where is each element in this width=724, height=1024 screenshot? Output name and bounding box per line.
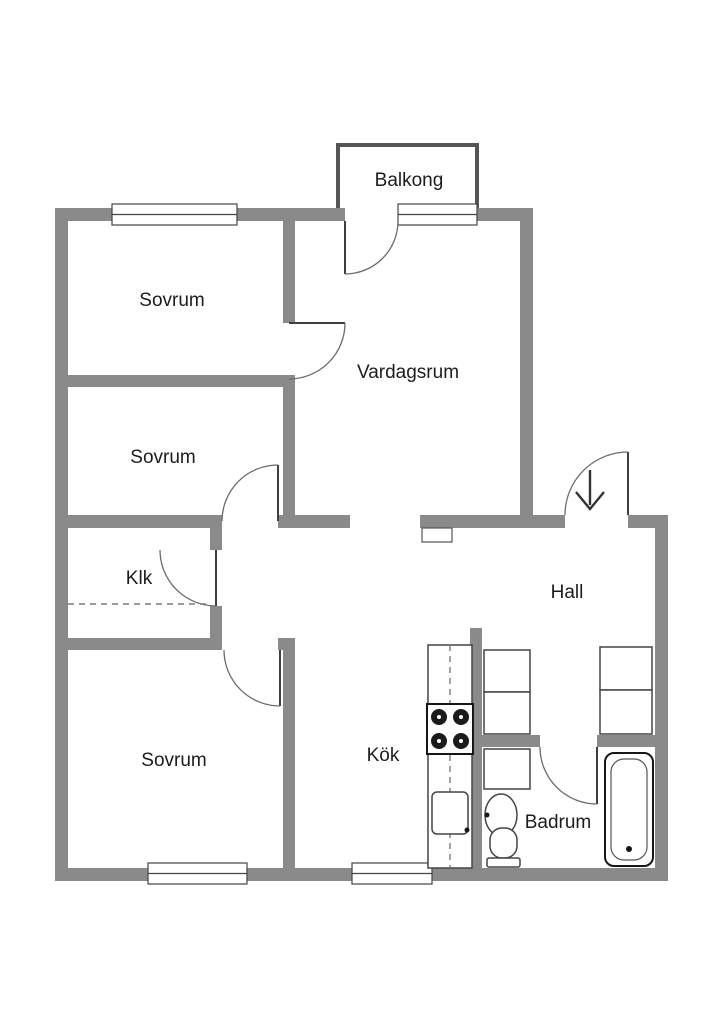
- room-label-hall: Hall: [551, 582, 584, 603]
- toilet: [486, 827, 521, 868]
- room-label-vardagsrum: Vardagsrum: [357, 362, 459, 383]
- wall-segment: [482, 735, 540, 747]
- room-label-klk: Klk: [126, 568, 153, 589]
- kitchen-sink: [431, 791, 470, 835]
- wall-segment: [210, 528, 222, 550]
- wall-segment: [283, 375, 295, 528]
- room-label-sovrum-2: Sovrum: [130, 447, 195, 468]
- room-labels: Balkong Sovrum Vardagsrum Sovrum Klk Hal…: [126, 170, 591, 833]
- wall-segment: [420, 515, 533, 528]
- entrance-arrow-icon: [575, 470, 605, 511]
- interior-walls: [55, 208, 655, 881]
- tall-cabinets: [483, 649, 531, 790]
- wall-segment: [283, 638, 295, 881]
- balcony-outline: [336, 143, 479, 211]
- sovrum-1-door: [288, 322, 346, 380]
- sovrum-3-door: [223, 649, 281, 707]
- balcony-door: [344, 220, 399, 275]
- entrance-door: [564, 451, 629, 516]
- wall-segment: [55, 375, 295, 387]
- window-vardagsrum: [397, 203, 478, 226]
- bathtub: [604, 752, 654, 867]
- entrance-door-opening: [565, 515, 628, 528]
- room-label-balkong: Balkong: [375, 170, 444, 191]
- doors: [159, 220, 629, 805]
- room-label-sovrum-1: Sovrum: [139, 290, 204, 311]
- wall-segment: [55, 515, 222, 528]
- window-sovrum-1: [111, 203, 238, 226]
- sovrum-2-door: [221, 464, 279, 522]
- wall-segment: [55, 208, 68, 881]
- room-label-badrum: Badrum: [525, 812, 592, 833]
- klk-door: [159, 549, 217, 607]
- stove: [426, 703, 474, 755]
- window-kok: [351, 862, 433, 885]
- wall-segment: [520, 208, 533, 528]
- room-label-kok: Kök: [367, 745, 400, 766]
- balcony: [336, 143, 479, 211]
- balcony-door-opening: [345, 208, 398, 221]
- radiator: [421, 527, 453, 543]
- room-label-sovrum-3: Sovrum: [141, 750, 206, 771]
- wall-segment: [283, 208, 295, 323]
- badrum-door: [539, 746, 598, 805]
- wall-segment: [597, 735, 655, 747]
- windows: [111, 203, 478, 885]
- window-sovrum-3: [147, 862, 248, 885]
- wall-segment: [278, 515, 350, 528]
- wall-segment: [655, 515, 668, 881]
- wall-segment: [470, 628, 482, 881]
- wall-segment: [55, 638, 222, 650]
- fixtures: [68, 527, 654, 869]
- door-openings: [345, 208, 628, 528]
- hall-wardrobes: [599, 646, 653, 735]
